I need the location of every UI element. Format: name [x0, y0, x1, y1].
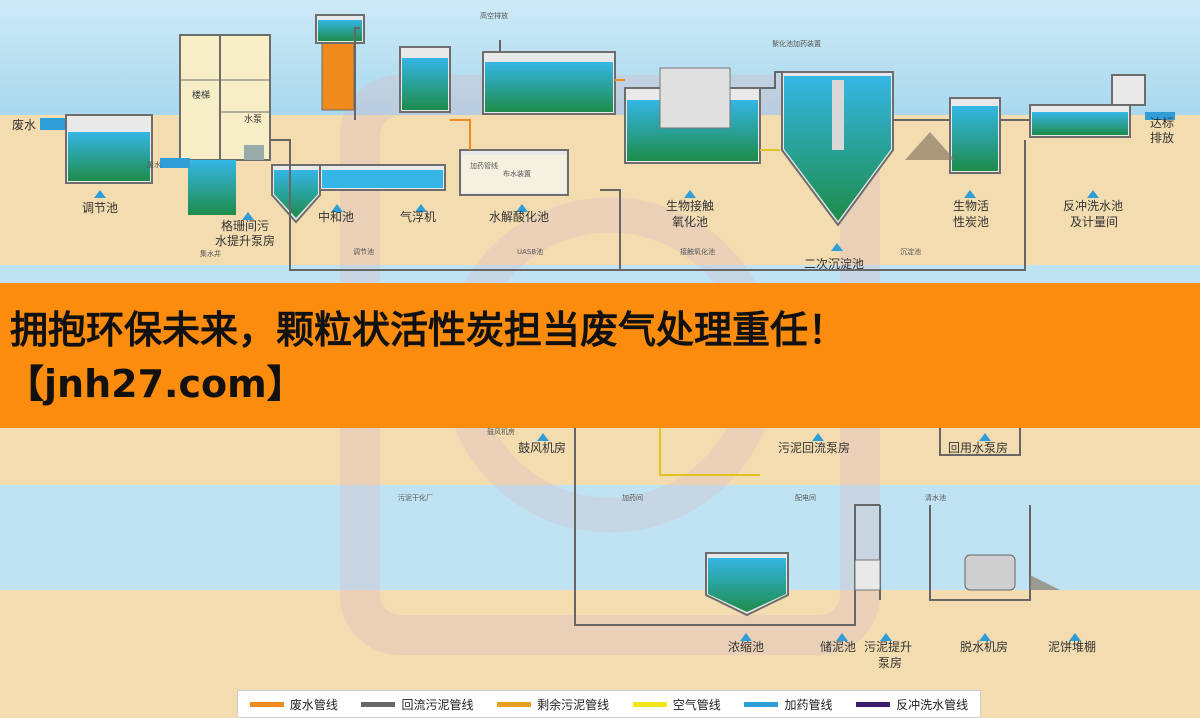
label-waste-small: 废水: [147, 160, 161, 169]
legend-item: 废水管线: [249, 696, 338, 713]
legend-swatch: [632, 701, 667, 707]
label-sludge-plant: 污泥干化厂: [398, 493, 433, 502]
label-waste-water: 废水: [12, 117, 36, 132]
label-neutralization: 中和池: [318, 209, 354, 224]
label-hydrolysis: 水解酸化池: [489, 209, 549, 224]
legend-label: 废水管线: [289, 697, 338, 712]
banner-headline: 拥抱环保未来，颗粒状活性炭担当废气处理重任！: [10, 308, 847, 352]
return-sludge-pipe: [270, 139, 1026, 271]
label-contact-small: 接触氧化池: [680, 247, 715, 256]
label-uasb: UASB池: [517, 247, 543, 256]
label-sludge-return-pump: 污泥回流泵房: [778, 440, 850, 455]
location-markers: [94, 190, 1099, 641]
dosing-tower: [321, 37, 355, 111]
equalization-tank-water: [68, 132, 150, 181]
pump-icon: [244, 145, 264, 160]
label-thickener: 浓缩池: [728, 639, 764, 654]
label-backwash-1: 反冲洗水池: [1063, 198, 1123, 213]
label-dewatering-room: 脱水机房: [960, 639, 1008, 654]
label-grid-pump-2: 水提升泵房: [215, 233, 275, 248]
label-aeration: 布水装置: [503, 169, 531, 178]
label-blower-small: 鼓风机房: [487, 427, 515, 436]
legend-swatch: [249, 701, 284, 707]
label-settling-small: 沉淀池: [900, 247, 921, 256]
label-clear-pool: 清水池: [925, 493, 946, 502]
label-secondary-settling: 二次沉淀池: [804, 257, 864, 271]
legend-label: 空气管线: [672, 697, 721, 712]
label-equalization-tank: 调节池: [82, 201, 118, 215]
legend-swatch: [856, 701, 891, 707]
label-sludge-lift-2: 泵房: [878, 655, 902, 670]
banner-link[interactable]: 【jnh27.com】: [6, 362, 305, 406]
label-tiaojie-small: 调节池: [353, 247, 374, 256]
label-discharge-1: 达标: [1150, 116, 1174, 130]
promo-banner: 拥抱环保未来，颗粒状活性炭担当废气处理重任！ 【jnh27.com】: [0, 283, 1200, 428]
legend-label: 加药管线: [784, 697, 833, 712]
sludge-pipe-lower: [574, 428, 880, 626]
label-collect-well: 集水井: [200, 249, 221, 258]
legend-item: 加药管线: [744, 696, 832, 713]
dewatering-machine: [964, 554, 1016, 591]
label-dosing-top: 絮化池加药装置: [772, 39, 821, 48]
label-high-vent: 高空排放: [480, 11, 508, 20]
label-stairs: 楼梯: [192, 89, 210, 101]
legend-label: 剩余污泥管线: [537, 697, 610, 712]
label-air-flotation: 气浮机: [400, 209, 436, 224]
legend-item: 剩余污泥管线: [497, 696, 609, 713]
label-contact-oxidation-2: 氧化池: [672, 215, 708, 229]
legend-swatch: [361, 701, 396, 707]
label-bio-carbon-1: 生物活: [953, 199, 989, 213]
label-sludge-lift-1: 污泥提升: [864, 639, 912, 654]
label-dosing-pipe: 加药管线: [470, 161, 498, 170]
label-discharge-2: 排放: [1150, 130, 1174, 145]
label-control-room: 配电间: [795, 493, 816, 502]
pump-building: [179, 34, 271, 161]
label-blower-room: 鼓风机房: [518, 440, 566, 455]
legend-label: 反冲洗水管线: [896, 697, 969, 712]
label-contact-oxidation-1: 生物接触: [666, 198, 714, 213]
label-bio-carbon-2: 性炭池: [953, 215, 989, 229]
pipeline-legend: 废水管线 回流污泥管线 剩余污泥管线 空气管线 加药管线 反冲洗水管线: [237, 690, 981, 718]
legend-swatch: [497, 701, 532, 707]
label-backwash-2: 及计量间: [1070, 215, 1118, 229]
legend-item: 空气管线: [632, 696, 721, 713]
legend-item: 反冲洗水管线: [856, 696, 968, 713]
label-sludge-storage: 储泥池: [820, 639, 856, 654]
legend-swatch: [744, 701, 779, 707]
legend-label: 回流污泥管线: [401, 697, 474, 712]
inflow-pipe: [40, 118, 70, 130]
legend-item: 回流污泥管线: [361, 696, 473, 713]
grid-well-water: [188, 160, 236, 215]
label-pump: 水泵: [244, 113, 262, 125]
label-dosing-room: 加药间: [622, 493, 643, 502]
label-reuse-pump: 回用水泵房: [948, 440, 1008, 455]
label-grid-pump-1: 格珊间污: [221, 218, 269, 233]
label-cake-shed: 泥饼堆棚: [1048, 639, 1096, 654]
